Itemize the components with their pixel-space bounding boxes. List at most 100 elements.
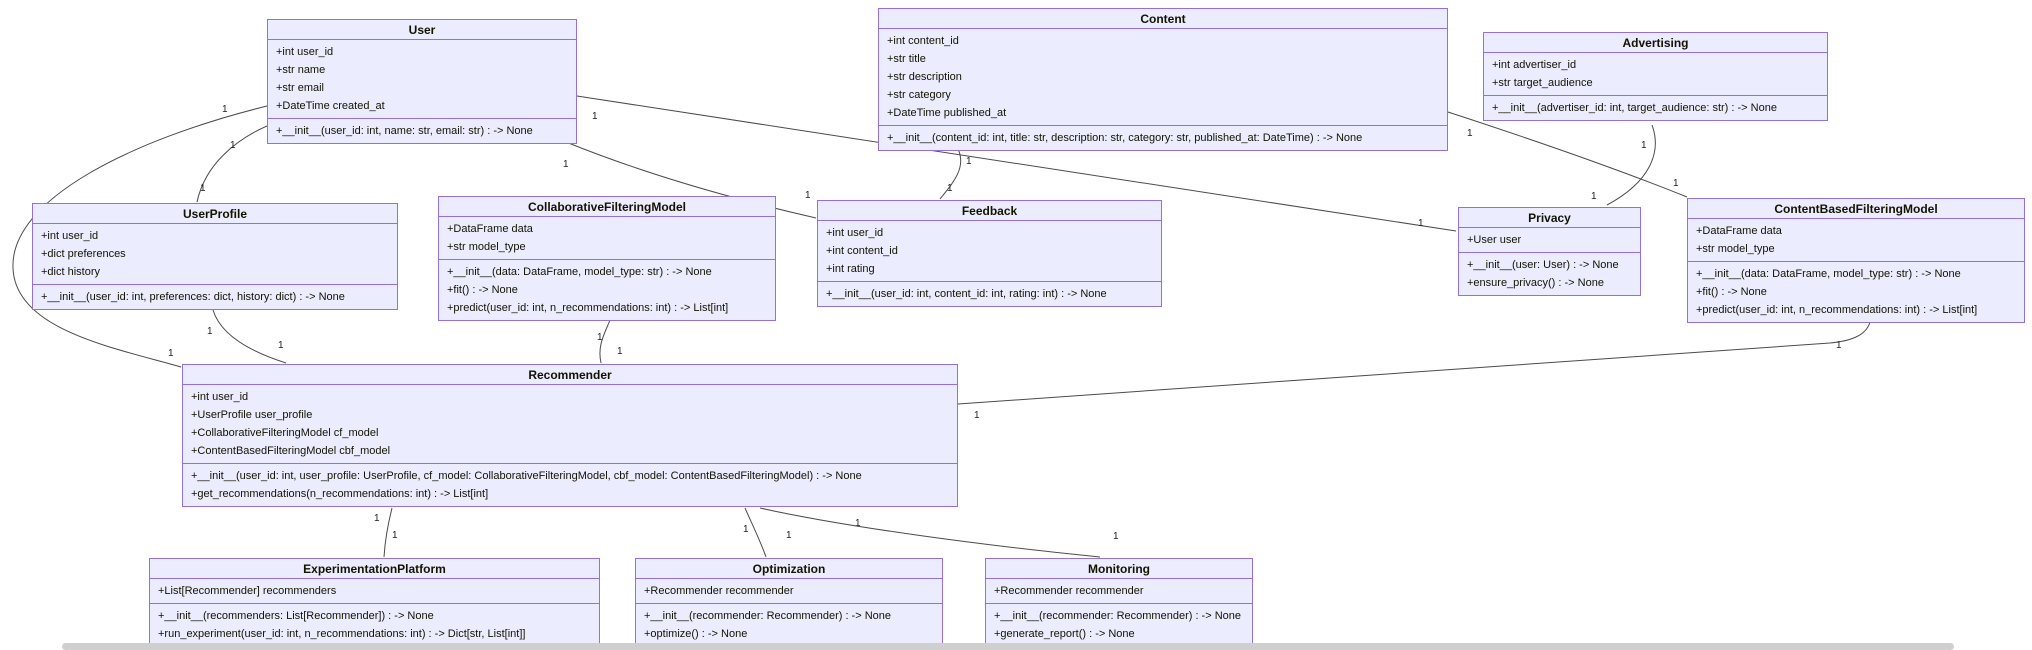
method: +predict(user_id: int, n_recommendations… [447, 302, 729, 314]
relationship-edge-user-recommender [12, 105, 268, 368]
attribute: +int content_id [887, 35, 959, 47]
method: +generate_report() : -> None [994, 628, 1135, 640]
attribute: +Recommender recommender [994, 585, 1144, 597]
cardinality-label: 1 [1836, 340, 1842, 351]
class-title: Recommender [183, 365, 957, 385]
methods-section: +__init__(user_id: int, user_profile: Us… [183, 464, 957, 506]
methods-section: +__init__(advertiser_id: int, target_aud… [1484, 96, 1827, 120]
class-node-experimentationplatform: ExperimentationPlatform+List[Recommender… [149, 558, 600, 647]
attribute: +str model_type [1696, 243, 1775, 255]
cardinality-label: 1 [743, 524, 749, 535]
method: +__init__(content_id: int, title: str, d… [887, 132, 1363, 144]
method: +__init__(user_id: int, user_profile: Us… [191, 470, 862, 482]
attributes-section: +Recommender recommender [986, 579, 1252, 604]
class-title: Monitoring [986, 559, 1252, 579]
method: +__init__(data: DataFrame, model_type: s… [447, 266, 712, 278]
attribute: +DateTime created_at [276, 100, 385, 112]
class-node-feedback: Feedback+int user_id+int content_id+int … [817, 200, 1162, 307]
attributes-section: +int advertiser_id +str target_audience [1484, 53, 1827, 96]
class-title: Privacy [1459, 208, 1640, 228]
method: +__init__(user_id: int, preferences: dic… [41, 291, 345, 303]
class-node-content: Content+int content_id+str title+str des… [878, 8, 1448, 151]
class-node-recommender: Recommender +int user_id +UserProfile user… [182, 364, 958, 507]
methods-section: +__init__(recommenders: List[Recommender… [150, 604, 599, 646]
class-title: Advertising [1484, 33, 1827, 53]
cardinality-label: 1 [966, 156, 972, 167]
cardinality-label: 1 [563, 159, 569, 170]
method: +__init__(advertiser_id: int, target_aud… [1492, 102, 1777, 114]
relationship-edge-content-contentbasedfilteringmodel [1447, 111, 1688, 198]
cardinality-label: 1 [805, 190, 811, 201]
method: +__init__(data: DataFrame, model_type: s… [1696, 268, 1961, 280]
relationship-edge-recommender-contentbasedfilteringmodel [957, 321, 1871, 405]
methods-section: +__init__(content_id: int, title: str, d… [879, 126, 1447, 150]
attribute: +str email [276, 82, 324, 94]
methods-section: +__init__(user_id: int, name: str, email… [268, 119, 576, 143]
attribute: +Recommender recommender [644, 585, 794, 597]
attributes-section: +Recommender recommender [636, 579, 942, 604]
cardinality-label: 1 [597, 332, 603, 343]
horizontal-scrollbar[interactable] [62, 643, 1954, 650]
class-title: UserProfile [33, 204, 397, 224]
attribute: +DateTime published_at [887, 107, 1007, 119]
methods-section: +__init__(data: DataFrame, model_type: s… [439, 260, 775, 320]
cardinality-label: 1 [855, 518, 861, 529]
methods-section: +__init__(user: User) : -> None+ensure_p… [1459, 253, 1640, 295]
attribute: +UserProfile user_profile [191, 409, 313, 421]
class-node-userprofile: UserProfile+int user_id+dict preferences… [32, 203, 398, 310]
method: +optimize() : -> None [644, 628, 748, 640]
class-title: Optimization [636, 559, 942, 579]
attribute: +ContentBasedFilteringModel cbf_model [191, 445, 391, 457]
cardinality-label: 1 [278, 340, 284, 351]
attribute: +int user_id [191, 391, 249, 403]
attribute: +dict preferences [41, 248, 126, 260]
cardinality-label: 1 [1113, 531, 1119, 542]
relationship-edge-advertising-privacy [1606, 124, 1656, 206]
class-node-collaborativefilteringmodel: CollaborativeFilteringModel+DataFrame da… [438, 196, 776, 321]
method: +__init__(recommender: Recommender) : ->… [994, 610, 1242, 622]
class-title: Feedback [818, 201, 1161, 221]
attributes-section: +int user_id+str name+str email+DateTime… [268, 40, 576, 119]
methods-section: +__init__(user_id: int, preferences: dic… [33, 285, 397, 309]
attribute: +int advertiser_id [1492, 59, 1577, 71]
cardinality-label: 1 [230, 140, 236, 151]
method: +__init__(recommender: Recommender) : ->… [644, 610, 892, 622]
class-node-monitoring: Monitoring +Recommender recommender +__ini… [985, 558, 1253, 647]
relationship-edge-recommender-optimization [744, 507, 767, 558]
cardinality-label: 1 [374, 513, 380, 524]
class-node-advertising: Advertising +int advertiser_id +str target… [1483, 32, 1828, 121]
relationship-edge-recommender-experimentationplatform [383, 507, 393, 558]
attribute: +int user_id [826, 227, 884, 239]
relationship-edge-user-userprofile [196, 125, 268, 203]
method: +predict(user_id: int, n_recommendations… [1696, 304, 1978, 316]
attribute: +DataFrame data [447, 223, 533, 235]
class-node-user: User+int user_id+str name+str email+Date… [267, 19, 577, 144]
attribute: +List[Recommender] recommenders [158, 585, 337, 597]
attribute: +int rating [826, 263, 875, 275]
class-title: User [268, 20, 576, 40]
methods-section: +__init__(user_id: int, content_id: int,… [818, 282, 1161, 306]
attribute: +dict history [41, 266, 100, 278]
class-title: CollaborativeFilteringModel [439, 197, 775, 217]
method: +fit() : -> None [447, 284, 518, 296]
attribute: +str target_audience [1492, 77, 1593, 89]
cardinality-label: 1 [1418, 218, 1424, 229]
cardinality-label: 1 [200, 183, 206, 194]
method: +__init__(user_id: int, content_id: int,… [826, 288, 1107, 300]
method: +get_recommendations(n_recommendations: … [191, 488, 489, 500]
relationship-edge-collaborativefilteringmodel-recommender [599, 319, 611, 364]
attributes-section: +User user [1459, 228, 1640, 253]
cardinality-label: 1 [617, 346, 623, 357]
relationship-edge-user-feedback [565, 141, 817, 219]
attribute: +CollaborativeFilteringModel cf_model [191, 427, 379, 439]
class-node-optimization: Optimization +Recommender recommender +__i… [635, 558, 943, 647]
relationship-edge-content-feedback [939, 148, 962, 200]
attributes-section: +int user_id+dict preferences+dict histo… [33, 224, 397, 285]
class-title: Content [879, 9, 1447, 29]
class-title: ContentBasedFilteringModel [1688, 199, 2024, 219]
method: +fit() : -> None [1696, 286, 1767, 298]
attributes-section: +DataFrame data+str model_type [439, 217, 775, 260]
cardinality-label: 1 [592, 111, 598, 122]
cardinality-label: 1 [207, 326, 213, 337]
